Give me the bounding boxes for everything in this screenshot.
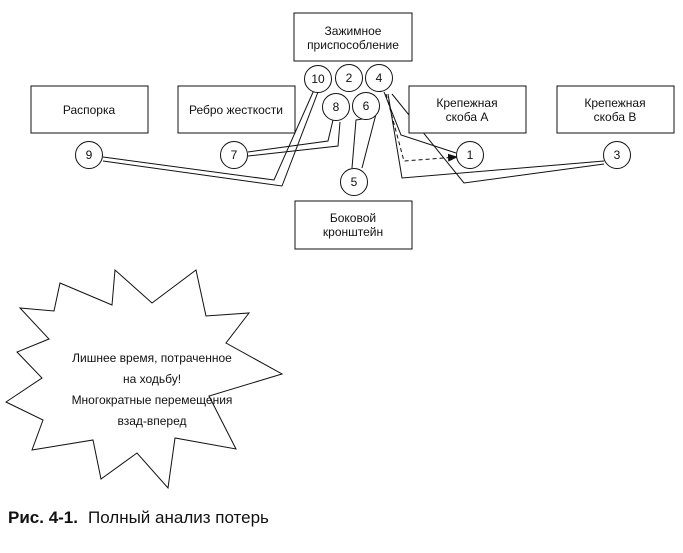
step-node-4: 4	[365, 64, 393, 92]
step-node-1: 1	[456, 141, 484, 169]
step-node-3: 3	[603, 141, 631, 169]
station-label-line: Крепежная	[584, 96, 645, 110]
svg-text:скоба В: скоба В	[594, 110, 637, 124]
path-9-to-10	[102, 89, 315, 181]
station-bracket-b: Крепежная скоба В	[556, 85, 675, 134]
svg-text:Боковой: Боковой	[330, 211, 376, 225]
figure-number: Рис. 4-1.	[8, 508, 78, 527]
path-7-to-8	[247, 119, 334, 153]
path-4-to-3	[387, 93, 605, 179]
station-label-line: Крепежная	[436, 96, 497, 110]
station-side-bracket: Боковой кронштейн	[294, 200, 413, 250]
station-label-line: Зажимное	[325, 24, 382, 38]
step-number: 8	[333, 100, 340, 114]
svg-text:скоба А: скоба А	[446, 110, 489, 124]
callout-line: Лишнее время, потраченное	[72, 351, 232, 365]
station-rib: Ребро жесткости	[177, 85, 296, 134]
step-number: 10	[311, 72, 325, 86]
step-node-5: 5	[340, 168, 368, 196]
svg-text:кронштейн: кронштейн	[323, 225, 383, 239]
station-label-line: Боковой	[330, 211, 376, 225]
figure-title: Полный анализ потерь	[87, 508, 269, 527]
svg-text:Крепежная: Крепежная	[584, 96, 645, 110]
path-7-return	[247, 121, 341, 157]
station-bracket-a: Крепежная скоба А	[408, 85, 527, 134]
step-node-9: 9	[75, 141, 103, 169]
station-fixture: Зажимное приспособление	[293, 12, 413, 62]
station-label-line: скоба В	[594, 110, 637, 124]
path-9-return	[102, 91, 319, 187]
callout-line: на ходьбу!	[123, 372, 181, 386]
svg-text:Ребро жесткости: Ребро жесткости	[189, 103, 283, 117]
svg-text:Распорка: Распорка	[63, 103, 116, 117]
station-label-line: приспособление	[307, 38, 399, 52]
step-number: 1	[467, 148, 474, 162]
step-node-6: 6	[352, 92, 380, 120]
step-number: 2	[346, 71, 353, 85]
step-number: 7	[231, 148, 238, 162]
step-number: 3	[614, 148, 621, 162]
starburst-shape	[4, 268, 284, 490]
step-number: 6	[363, 99, 370, 113]
step-node-7: 7	[220, 141, 248, 169]
path-1-dashed	[385, 93, 458, 162]
step-number: 4	[376, 71, 383, 85]
callout-line: взад-вперед	[117, 414, 186, 428]
station-label-line: кронштейн	[323, 225, 383, 239]
step-node-8: 8	[322, 93, 350, 121]
station-label-line: Ребро жесткости	[189, 103, 283, 117]
station-label-line: скоба А	[446, 110, 489, 124]
step-node-2: 2	[335, 64, 363, 92]
movement-paths	[102, 89, 605, 187]
path-5-to-6	[351, 118, 363, 169]
svg-text:Зажимное: Зажимное	[325, 24, 382, 38]
path-6-to-5	[361, 113, 377, 169]
step-number: 9	[86, 148, 93, 162]
station-label-line: Распорка	[63, 103, 116, 117]
station-spacer: Распорка	[30, 85, 149, 134]
svg-text:Крепежная: Крепежная	[436, 96, 497, 110]
figure-caption: Рис. 4-1. Полный анализ потерь	[8, 508, 269, 528]
starburst-callout: Лишнее время, потраченное на ходьбу! Мно…	[4, 268, 284, 490]
callout-line: Многократные перемещения	[72, 393, 233, 407]
step-number: 5	[351, 175, 358, 189]
svg-text:приспособление: приспособление	[307, 38, 399, 52]
step-node-10: 10	[304, 65, 332, 93]
